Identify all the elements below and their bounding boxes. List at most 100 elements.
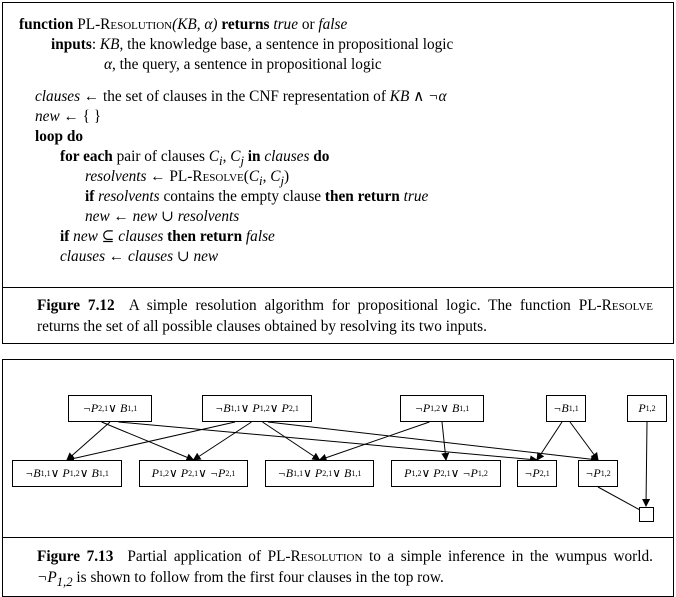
keyword-for-each: for each — [60, 148, 113, 165]
literal-subscript: 2,1 — [440, 469, 451, 478]
algorithm-box: function PL-Resolution(KB, α) returns tr… — [2, 2, 674, 288]
empty-set: { } — [82, 108, 102, 125]
value-true: true — [399, 188, 429, 205]
keyword-if: if — [85, 188, 95, 205]
literal-symbol: ∨ P — [169, 466, 189, 480]
keyword-inputs: inputs — [51, 36, 92, 53]
algo-line-1: function PL-Resolution(KB, α) returns tr… — [19, 15, 347, 35]
union-expr: new ∪ resolvents — [132, 208, 240, 225]
literal-symbol: ∨ ¬P — [198, 466, 226, 480]
literal-subscript: 1,2 — [411, 469, 422, 478]
literal-symbol: ¬B — [215, 401, 231, 415]
literal-subscript: 2,1 — [188, 469, 199, 478]
literal-symbol: ¬P — [585, 466, 601, 480]
value-false: false — [318, 16, 348, 33]
var-new: new — [85, 208, 110, 225]
contains-text: contains the empty clause — [159, 188, 325, 205]
caption-text-a: A simple resolution algorithm for propos… — [128, 297, 612, 314]
keyword-returns: returns — [221, 16, 270, 33]
resolution-edge — [569, 421, 599, 461]
literal-symbol: ∨ P — [269, 401, 289, 415]
literal-subscript: 2,1 — [322, 469, 333, 478]
literal-symbol: ¬B — [553, 401, 569, 415]
caption-text-b: to a simple inference in the wumpus worl… — [362, 548, 653, 565]
resolution-edge — [441, 421, 450, 461]
resolution-edge — [66, 421, 236, 463]
algo-line-10: new ← new ∪ resolvents — [85, 207, 239, 227]
literal-symbol: ∨ B — [332, 466, 352, 480]
resolution-edge — [192, 421, 252, 461]
var-kb: KB — [99, 36, 120, 53]
resolution-edge — [66, 421, 111, 461]
word-or: or — [301, 16, 315, 33]
algo-line-2: inputs: KB, the knowledge base, a senten… — [51, 35, 453, 55]
literal-symbol: P — [404, 466, 412, 480]
literal-symbol: P — [151, 466, 159, 480]
literal-subscript: 1,2 — [430, 404, 441, 413]
literal-subscript: 1,1 — [351, 469, 362, 478]
value-true: true — [273, 16, 298, 33]
resolution-edge — [267, 421, 599, 464]
literal-symbol: ∨ P — [303, 466, 323, 480]
function-args: (KB, α) — [172, 16, 218, 33]
empty-clause-box — [639, 507, 654, 522]
function-name: PL-R — [77, 16, 111, 33]
paren-close: ) — [284, 168, 290, 185]
literal-symbol: ¬P — [82, 401, 99, 415]
literal-symbol: ∨ B — [108, 401, 128, 415]
keyword-if: if — [60, 228, 70, 245]
assign-arrow: ← — [80, 88, 103, 105]
pair-text: pair of clauses — [112, 148, 209, 165]
keyword-function: function — [19, 16, 74, 33]
keyword-in: in — [243, 148, 265, 165]
literal-subscript: 1,2 — [159, 469, 169, 478]
algo-line-4: clauses ← the set of clauses in the CNF … — [35, 87, 447, 107]
var-cj: C — [270, 168, 281, 185]
keyword-then-return: then return — [167, 228, 243, 245]
algo-line-11: if new ⊆ clauses then return false — [60, 227, 275, 247]
literal-subscript: 2,1 — [225, 469, 236, 478]
assign-arrow: ← — [146, 168, 170, 185]
literal-subscript: 1,2 — [259, 404, 270, 413]
subset-expr: new ⊆ clauses — [69, 228, 168, 245]
inputs-kb-desc: , the knowledge base, a sentence in prop… — [119, 36, 454, 53]
keyword-do: do — [309, 148, 330, 165]
literal-subscript: 2,1 — [539, 469, 550, 478]
literal-subscript: 1,1 — [127, 404, 138, 413]
literal-subscript: 1,1 — [230, 404, 241, 413]
keyword-then-return: then return — [324, 188, 400, 205]
resolve-name-sc: esolve — [202, 168, 244, 185]
inputs-alpha-desc: , the query, a sentence in propositional… — [112, 56, 382, 73]
var-cj: C — [230, 148, 241, 165]
var-new: new — [35, 108, 60, 125]
caption-text-c: is shown to follow from the first four c… — [72, 569, 444, 586]
edge-p12-to-empty — [642, 421, 651, 507]
literal-symbol: ¬P — [524, 466, 540, 480]
literal-subscript: 1,2 — [69, 469, 80, 478]
algo-line-9: if resolvents contains the empty clause … — [85, 187, 428, 207]
caption-text-a: Partial application of PL-R — [127, 548, 301, 565]
literal-subscript: 2,1 — [98, 404, 109, 413]
resolution-edge — [318, 421, 430, 462]
colon: : — [91, 36, 97, 53]
comma: , — [222, 148, 231, 165]
caption-label: Figure 7.13 — [37, 548, 114, 565]
literal-subscript: 1,1 — [459, 404, 470, 413]
caption-text-sc: esolve — [611, 297, 653, 314]
diagram-edges — [66, 421, 651, 511]
literal-symbol: ∨ B — [79, 466, 99, 480]
literal-subscript: 1,2 — [645, 404, 656, 413]
literal-symbol: ∨ P — [421, 466, 441, 480]
assign-arrow: ← — [105, 248, 128, 265]
